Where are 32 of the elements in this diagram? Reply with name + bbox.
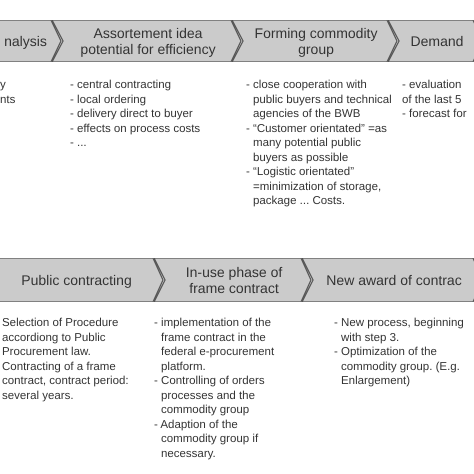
step-title: nalysis [4, 33, 47, 49]
step-description: - ... [70, 136, 88, 150]
step-description: - implementation of the frame contract in the federal e-procurement platform. [154, 316, 276, 374]
step-title: Demand [410, 33, 464, 49]
chevron-step [388, 20, 474, 62]
step-title: Forming commodity group [254, 25, 378, 57]
step-description: - forecast for [402, 107, 468, 122]
chevron-step [232, 20, 398, 62]
step-title: In-use phase of frame contract [184, 264, 284, 296]
chevron-step [154, 258, 312, 302]
step-description: - evaluation [402, 78, 462, 92]
step-description: Selection of Procedure accordiong to Public Procurement law. Contracting of a frame contract, contract period: several years. [2, 316, 130, 403]
step-description: - close cooperation with public buyers and technical agencies of the BWB [246, 78, 393, 122]
chevron-step [302, 258, 474, 302]
step-description: - delivery direct to buyer [70, 107, 194, 122]
step-description: y [0, 78, 7, 92]
step-description: of the last 5 [402, 92, 462, 107]
chevron-step [0, 258, 164, 302]
step-description: - Optimization of the commodity group. (E.g. Enlargement) [334, 345, 461, 388]
step-description: - “Logistic orientated” =minimization of storage, package ... Costs. [246, 165, 382, 208]
step-description: nts [0, 92, 16, 107]
step-description: - Controlling of orders processes and the commodity group [154, 374, 266, 418]
step-title: New award of contrac [326, 272, 462, 288]
step-description: - New process, beginning with step 3. [334, 316, 465, 345]
step-title: Assortement idea potential for efficiency [79, 25, 217, 57]
step-description: - local ordering [70, 92, 148, 107]
chevron-step [0, 20, 62, 62]
step-description: - “Customer orientated” =as many potential public buyers as possible [246, 122, 388, 165]
step-description: - central contracting [70, 78, 172, 92]
step-description: - Adaption of the commodity group if necessary. [154, 418, 260, 461]
step-description: - effects on process costs [70, 122, 202, 136]
step-title: Public contracting [21, 272, 132, 288]
